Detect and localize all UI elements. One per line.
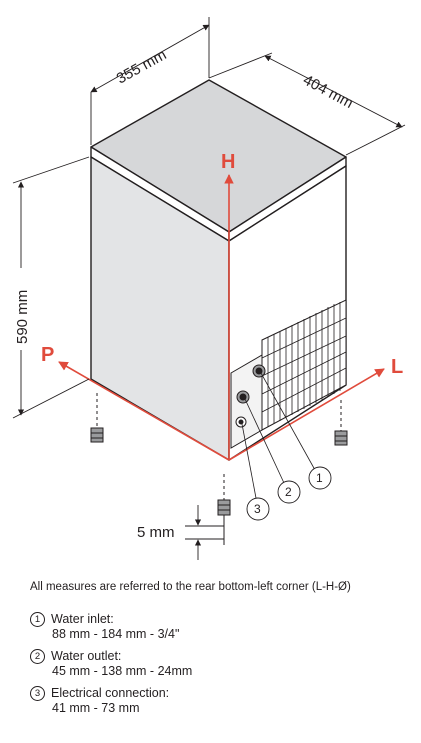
legend-label: Water inlet: bbox=[51, 612, 114, 626]
water-inlet-fitting bbox=[252, 364, 266, 378]
water-outlet-fitting bbox=[236, 390, 250, 404]
axis-p-label: P bbox=[41, 344, 54, 366]
foot-front bbox=[217, 474, 231, 545]
axis-l-line bbox=[228, 368, 385, 461]
electrical-connection-fitting bbox=[235, 416, 247, 428]
callout-1: 1 bbox=[260, 372, 332, 490]
legend-label: Electrical connection: bbox=[51, 686, 170, 700]
callout-3: 3 bbox=[241, 423, 270, 521]
dim-feet bbox=[185, 505, 224, 560]
legend-number-3: 3 bbox=[30, 686, 45, 701]
callout-3-number: 3 bbox=[254, 502, 261, 516]
legend-number-1: 1 bbox=[30, 612, 45, 627]
legend-item-electrical-connection: 3 Electrical connection: 41 mm - 73 mm bbox=[30, 686, 415, 716]
legend-item-water-outlet: 2 Water outlet: 45 mm - 138 mm - 24mm bbox=[30, 649, 415, 679]
reference-caption: All measures are referred to the rear bo… bbox=[30, 581, 351, 593]
legend-value: 88 mm - 184 mm - 3/4" bbox=[52, 627, 180, 641]
dim-width bbox=[90, 17, 210, 145]
legend-label: Water outlet: bbox=[51, 649, 122, 663]
foot-right bbox=[334, 400, 348, 446]
foot-left bbox=[90, 393, 104, 443]
dim-width-label: 355 mm bbox=[114, 46, 170, 87]
axis-l-label: L bbox=[391, 356, 403, 378]
legend-value: 41 mm - 73 mm bbox=[52, 701, 140, 715]
axis-p-line bbox=[58, 361, 230, 461]
ice-maker-dimension-diagram: H P L 355 mm 404 mm 590 mm 5 mm 1 2 bbox=[12, 17, 406, 560]
feet bbox=[90, 393, 348, 545]
connection-legend: 1 Water inlet: 88 mm - 184 mm - 3/4" 2 W… bbox=[30, 612, 415, 723]
dim-depth-label: 404 mm bbox=[300, 72, 356, 112]
callout-2: 2 bbox=[244, 398, 301, 504]
dim-feet-label: 5 mm bbox=[137, 524, 175, 541]
dim-depth bbox=[208, 52, 406, 156]
legend-number-2: 2 bbox=[30, 649, 45, 664]
dim-height-label: 590 mm bbox=[14, 290, 31, 344]
legend-item-water-inlet: 1 Water inlet: 88 mm - 184 mm - 3/4" bbox=[30, 612, 415, 642]
axis-h-label: H bbox=[221, 151, 235, 173]
callout-1-number: 1 bbox=[316, 471, 323, 485]
reference-axes bbox=[58, 174, 385, 461]
callout-2-number: 2 bbox=[285, 485, 292, 499]
legend-value: 45 mm - 138 mm - 24mm bbox=[52, 664, 193, 678]
